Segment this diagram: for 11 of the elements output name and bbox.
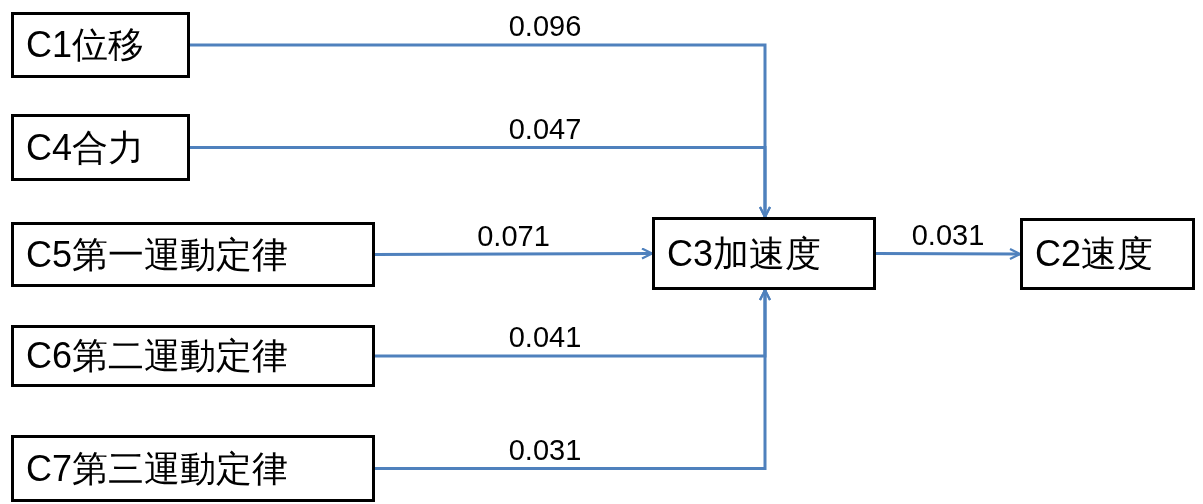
connector-arrow	[375, 288, 772, 470]
connector-arrow	[876, 247, 1022, 261]
connector-arrow	[375, 247, 654, 260]
concept-box: C1位移	[11, 12, 190, 78]
concept-box: C2速度	[1020, 218, 1195, 290]
concept-box: C7第三運動定律	[11, 435, 375, 502]
concept-box: C4合力	[11, 114, 190, 181]
concept-box: C3加速度	[652, 217, 876, 290]
concept-box: C5第一運動定律	[11, 222, 375, 287]
connector-arrow	[190, 146, 772, 219]
concept-box: C6第二運動定律	[11, 325, 375, 387]
